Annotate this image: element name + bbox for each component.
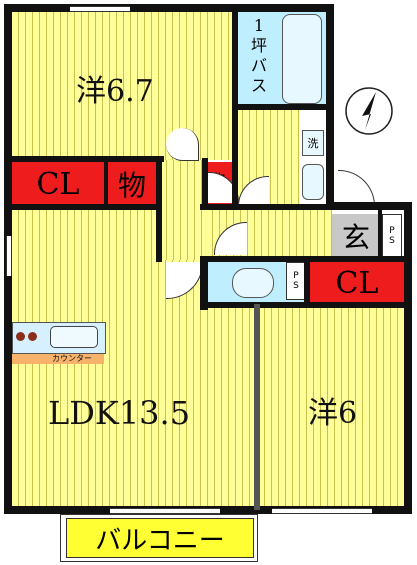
wall-toilet-right (304, 258, 310, 306)
toilet (232, 268, 274, 298)
closet-b-label: CL (335, 265, 379, 301)
closet-a: CL (12, 162, 104, 206)
pipe-shaft-a: P S (382, 214, 402, 258)
stove-burner-left (16, 332, 25, 341)
entrance-label: 玄 (341, 221, 370, 254)
bath-label-3: バ (250, 56, 267, 75)
bathtub (282, 14, 322, 104)
storage-a: 物 (108, 162, 156, 206)
wall-entrance-divider (378, 206, 382, 258)
ps-a-p: P (389, 226, 395, 236)
ps-b-s: S (293, 281, 299, 291)
wall-toilet-left (200, 256, 208, 310)
ldk-label: LDK13.5 (48, 394, 191, 432)
washer-box: 洗 (302, 130, 324, 156)
western-a-label: 洋6.7 (76, 74, 154, 109)
wall-bath-left (232, 4, 238, 210)
wall-outer-top-bath (232, 4, 332, 12)
window-bottom-western (272, 508, 372, 514)
wall-hall-left (156, 158, 162, 262)
wall-storage-left (202, 158, 208, 210)
window-top (70, 6, 130, 12)
storage-a-label: 物 (117, 169, 146, 202)
wall-bath-bottom (236, 104, 328, 110)
kitchen-sink (50, 326, 98, 348)
ps-b-p: P (293, 271, 299, 281)
western-b-label: 洋6 (308, 396, 358, 431)
room-western-a-floor (12, 12, 232, 160)
hallway-floor (160, 160, 206, 260)
wall-closet-bottom (4, 204, 162, 210)
wall-outer-right-lower (404, 206, 412, 514)
wall-closet-divider (104, 160, 108, 208)
washer-label: 洗 (307, 137, 319, 150)
wall-closet-top (4, 156, 164, 162)
counter-strip (12, 354, 104, 364)
stove-burner-right (28, 332, 37, 341)
window-left (6, 236, 12, 276)
entrance: 玄 (332, 214, 380, 258)
door-swing-western-a (166, 128, 199, 161)
pipe-shaft-b: P S (286, 262, 306, 300)
wall-upper-right-step (326, 202, 412, 210)
closet-b: CL (310, 262, 404, 304)
north-arrow-icon (345, 87, 393, 135)
bath-label-4: ス (250, 76, 267, 95)
room-western-b-floor (258, 304, 404, 506)
balcony-inner: バルコニー (66, 518, 254, 558)
window-bottom-ldk (110, 508, 220, 514)
ps-a-s: S (389, 236, 395, 246)
wall-hall-top (200, 204, 334, 210)
wall-room-divider (254, 304, 260, 510)
wall-bath-right (326, 4, 334, 210)
bath-label: 1 坪 バ ス (242, 16, 276, 96)
counter-label: カウンター (52, 354, 92, 363)
bath-label-1: 1 (253, 16, 265, 35)
sink (302, 164, 324, 200)
closet-a-label: CL (36, 166, 80, 202)
balcony-label: バルコニー (95, 525, 225, 556)
bath-label-2: 坪 (250, 36, 267, 55)
